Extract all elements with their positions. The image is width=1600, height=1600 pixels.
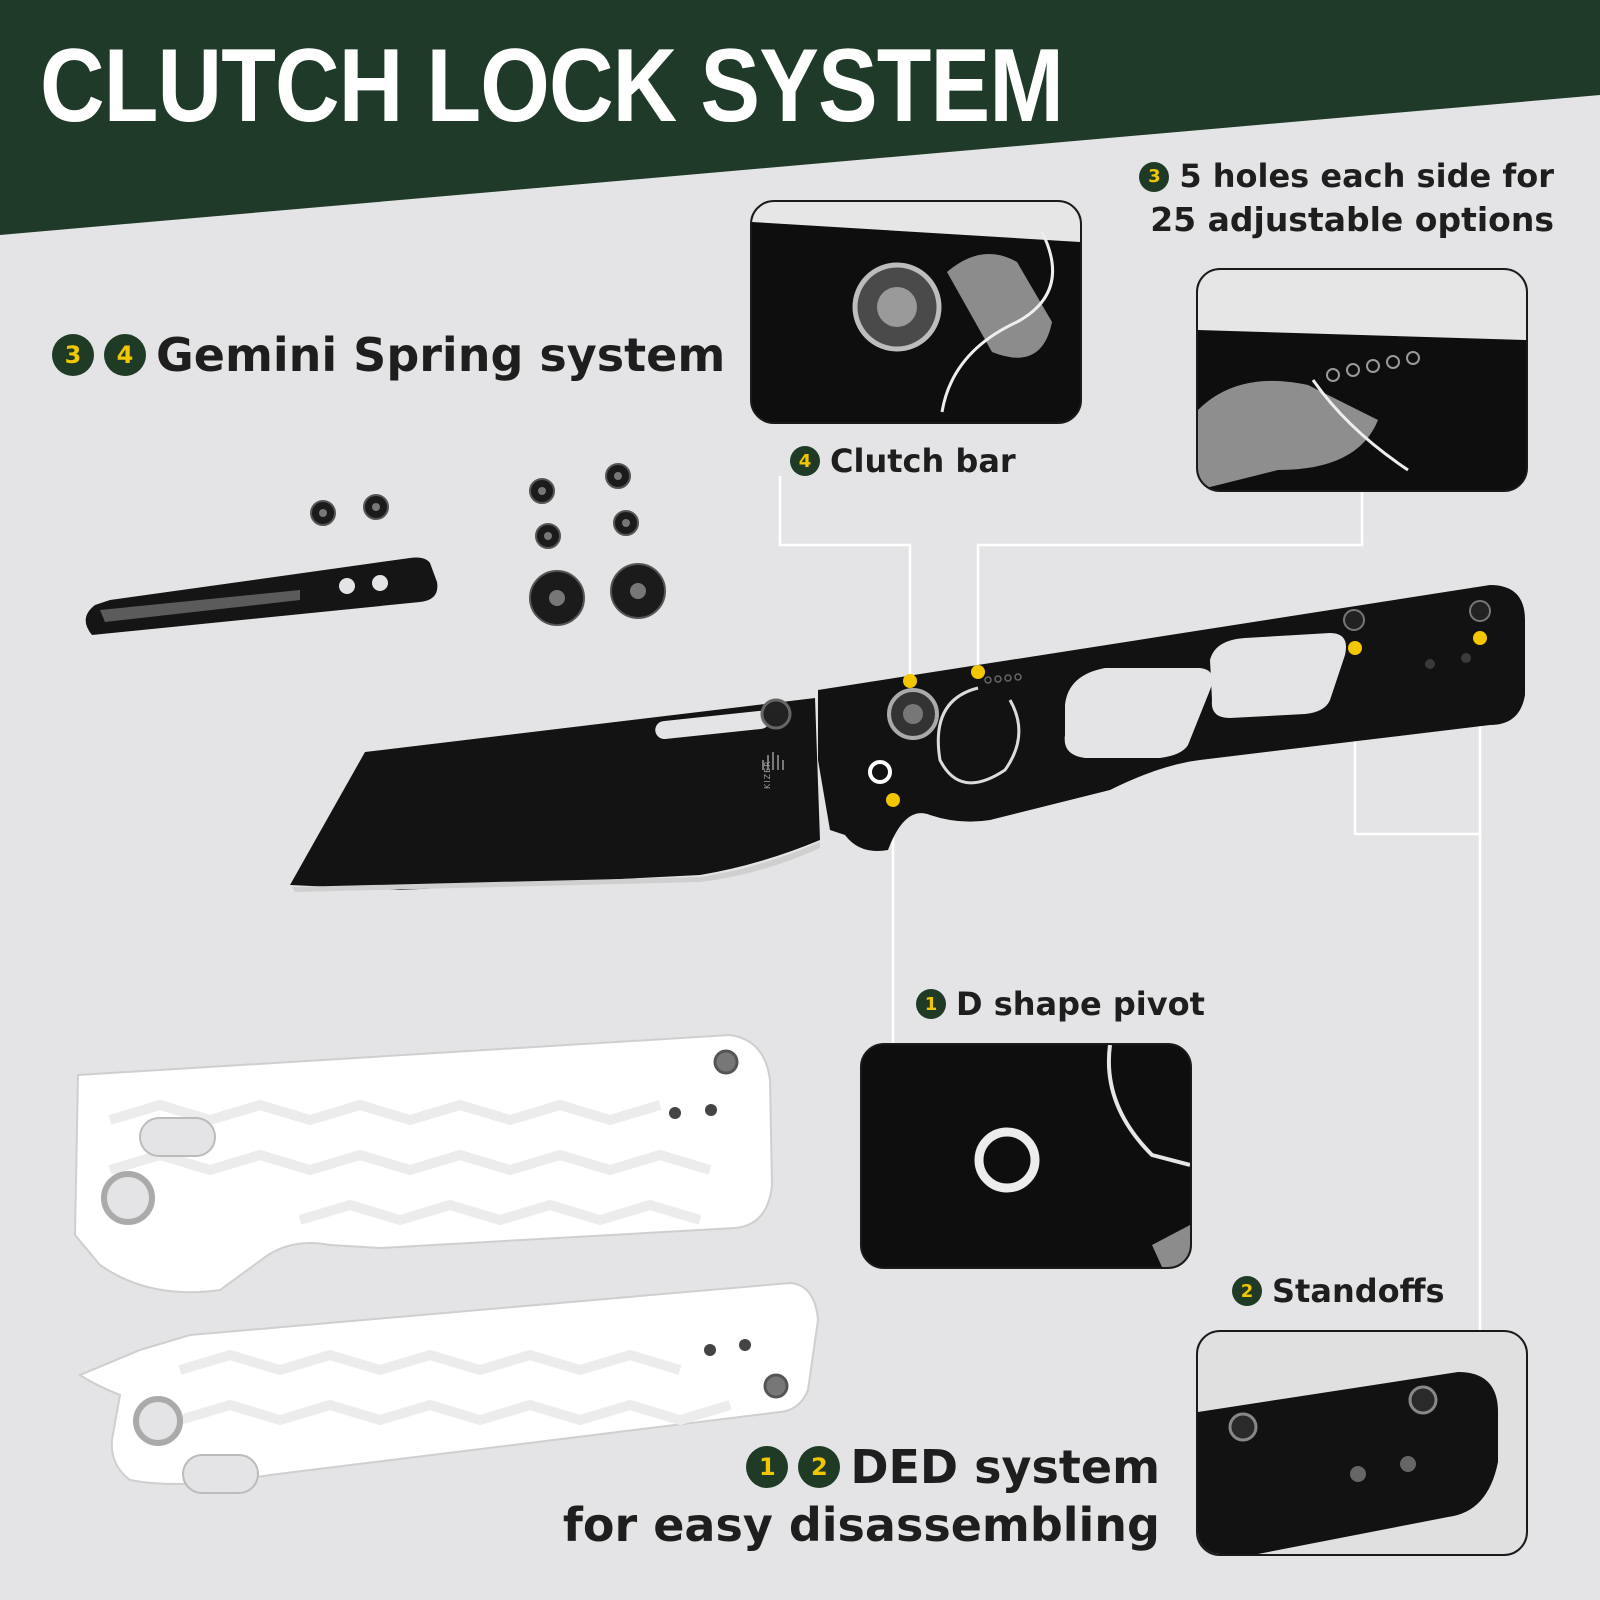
pocket-clip [85, 557, 438, 635]
badge-3: 3 [52, 334, 94, 376]
label-clutch-text: Clutch bar [830, 442, 1016, 480]
badge-4: 4 [104, 334, 146, 376]
badge-1: 1 [746, 1446, 789, 1488]
scale-bottom [77, 1281, 820, 1494]
inset-d-pivot [860, 1043, 1192, 1269]
badge-4: 4 [790, 446, 820, 476]
label-holes-line2: 25 adjustable options [1150, 200, 1554, 239]
inset-standoffs [1196, 1330, 1528, 1556]
badge-2: 2 [1232, 1276, 1262, 1306]
badge-3: 3 [1139, 161, 1170, 192]
label-ded-system: 1 2 DED system for easy disassembling [563, 1438, 1160, 1554]
label-spring-holes: 3 5 holes each side for 25 adjustable op… [1139, 155, 1554, 241]
label-clutch-bar: 4 Clutch bar [790, 442, 1016, 480]
label-pivot-text: D shape pivot [956, 985, 1205, 1023]
badge-2: 2 [798, 1446, 841, 1488]
title-banner [0, 0, 1600, 235]
label-gemini-text: Gemini Spring system [156, 328, 726, 382]
label-ded-line2: for easy disassembling [562, 1498, 1160, 1552]
label-standoffs-text: Standoffs [1272, 1272, 1445, 1310]
blade-logo: KIZER [763, 760, 772, 789]
label-d-shape-pivot: 1 D shape pivot [916, 985, 1205, 1023]
page-title: CLUTCH LOCK SYSTEM [40, 28, 1064, 144]
blade [290, 698, 820, 890]
label-standoffs: 2 Standoffs [1232, 1272, 1445, 1310]
scale-top [73, 1033, 774, 1294]
inset-spring-holes [1196, 268, 1528, 492]
label-holes-line1: 5 holes each side for [1179, 157, 1554, 195]
callout-dots [886, 631, 1487, 807]
inset-clutch-bar [750, 200, 1082, 424]
label-gemini-spring: 3 4 Gemini Spring system [52, 328, 725, 382]
screws [310, 463, 666, 626]
label-ded-line1: DED system [850, 1440, 1160, 1494]
badge-1: 1 [916, 989, 946, 1019]
knife: KIZER [290, 585, 1525, 892]
